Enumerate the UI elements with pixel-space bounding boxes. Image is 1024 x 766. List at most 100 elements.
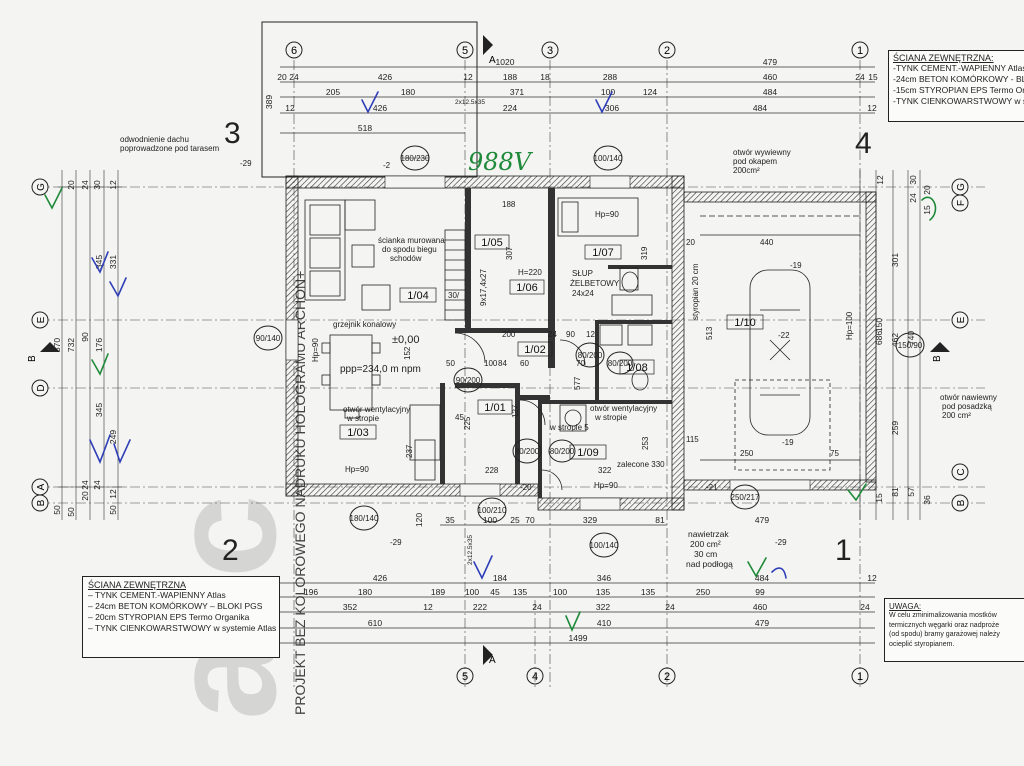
opening-4: 80/200 — [578, 351, 603, 360]
dim-right-3: 20 — [922, 185, 932, 195]
label-nawietrzak2: 200 cm² — [690, 539, 721, 549]
dim-bot-r3-5: 24 — [665, 602, 675, 612]
dim-bot-r2-1: 180 — [358, 587, 372, 597]
wall-legend-bottom-left: ŚCIANA ZEWNĘTRZNA – TYNK CEMENT.-WAPIENN… — [82, 576, 280, 658]
dim-top-r2-7: 460 — [763, 72, 777, 82]
opening-3: 90/200 — [456, 376, 481, 385]
dim-left-18: 12 — [108, 489, 118, 499]
axis-left-b: B — [36, 499, 47, 506]
dim-top-r4-0: 12 — [285, 103, 295, 113]
label-garage-513: 513 — [705, 326, 714, 340]
dim-left-8: 732 — [66, 338, 76, 352]
label-lvl-m20: -20 — [520, 483, 532, 492]
dim-top-r3-4: 124 — [643, 87, 657, 97]
dim-bot-misc-25: 25 — [510, 515, 520, 525]
axis-bottom-4: 4 — [532, 671, 538, 683]
room-1-07: 1/07 — [592, 247, 613, 259]
label-zalecone: zalecone 330 — [617, 460, 665, 469]
inner-237: 237 — [405, 444, 414, 458]
room-1-08: 1/08 — [626, 362, 647, 374]
wall-legend-tr-title: ŚCIANA ZEWNĘTRZNA: — [893, 53, 994, 63]
label-scianka3: schodów — [390, 254, 422, 263]
dim-bot-r1-0: 426 — [373, 573, 387, 583]
inner-12: 12 — [586, 330, 595, 339]
dim-top-r3-2: 371 — [510, 87, 524, 97]
dim-left-12: 249 — [108, 430, 118, 444]
inner-322: 322 — [598, 466, 612, 475]
axis-bottom-5: 5 — [462, 671, 468, 683]
dim-right-1: 30 — [908, 175, 918, 185]
inner-45: 45 — [455, 413, 464, 422]
dim-bot-r2-3: 100 — [465, 587, 479, 597]
inner-188: 188 — [502, 200, 516, 209]
inner-50: 50 — [446, 359, 455, 368]
zone-1: 1 — [835, 534, 852, 567]
dim-bot-r3-7: 24 — [860, 602, 870, 612]
section-a-top: A — [489, 55, 496, 66]
dim-bot-misc-479: 479 — [755, 515, 769, 525]
label-lvl-m19a: -19 — [790, 261, 802, 270]
inner-228: 228 — [485, 466, 499, 475]
axis-right-g: G — [956, 183, 967, 191]
dim-right-0: 12 — [875, 175, 885, 185]
label-wywiew3: 200cm² — [733, 166, 760, 175]
uwaga-line: termicznych węgarki oraz nadproże — [889, 621, 1000, 629]
room-1-06: 1/06 — [516, 282, 537, 294]
dim-left-11: 345 — [94, 403, 104, 417]
inner-319: 319 — [640, 246, 649, 260]
label-ppp: ppp=234,0 m npm — [340, 364, 421, 375]
wall-legend-bl-line: – TYNK CEMENT.-WAPIENNY Atlas — [88, 590, 226, 600]
opening-12: 150/90 — [898, 341, 923, 350]
dim-bot-r1-1: 184 — [493, 573, 507, 583]
label-wentyl1b: w stropie — [346, 414, 380, 423]
label-nawietrzak3: 30 cm — [694, 549, 717, 559]
axis-left-a: A — [36, 483, 47, 490]
dim-bot-r3-4: 322 — [596, 602, 610, 612]
label-garage-250: 250 — [740, 449, 754, 458]
wall-legend-tr-line: -TYNK CEMENT.-WAPIENNY Atlas — [893, 63, 1024, 73]
axis-left-d: D — [36, 384, 47, 391]
opening-0: 180/230 — [401, 154, 430, 163]
inner-90: 90 — [566, 330, 575, 339]
dim-bot-r2-7: 135 — [596, 587, 610, 597]
section-b-right: B — [932, 355, 943, 362]
dim-bot-r2-4: 45 — [490, 587, 500, 597]
dim-left-0: 50 — [52, 505, 62, 515]
dim-top-r2-4: 188 — [503, 72, 517, 82]
axis-top-5: 5 — [462, 45, 468, 57]
dim-top-r3-0: 205 — [326, 87, 340, 97]
dim-right-14: 15 — [874, 493, 884, 503]
dim-bot-r3-2: 222 — [473, 602, 487, 612]
axis-top-3: 3 — [547, 45, 553, 57]
inner-225: 225 — [463, 416, 472, 430]
dim-bot-r2-10: 99 — [755, 587, 765, 597]
dim-left-4: 12 — [108, 180, 118, 190]
dim-bot-misc-35: 35 — [445, 515, 455, 525]
dim-bot-r4-2: 479 — [755, 618, 769, 628]
dim-left-10: 176 — [94, 338, 104, 352]
dim-bot-r1-2: 346 — [597, 573, 611, 583]
label-scianka2: do spodu biegu — [382, 245, 437, 254]
dim-bot-r2-5: 135 — [513, 587, 527, 597]
dim-left-17: 50 — [108, 505, 118, 515]
axis-top-6: 6 — [291, 45, 297, 57]
wall-legend-bl-line: – 24cm BETON KOMÓRKOWY – BLOKI PGS — [88, 601, 263, 611]
dim-right-13: 36 — [922, 495, 932, 505]
dim-right-10: 259 — [890, 421, 900, 435]
room-1-05: 1/05 — [481, 237, 502, 249]
label-hp5: Hp=100 — [845, 311, 854, 340]
uwaga-title: UWAGA: — [889, 602, 922, 611]
dim-right-11: 81 — [890, 487, 900, 497]
label-lvl-m29b: -29 — [390, 538, 402, 547]
dim-bot-r3-6: 460 — [753, 602, 767, 612]
dim-bot-r3-0: 352 — [343, 602, 357, 612]
section-b-left: B — [27, 355, 38, 362]
dim-bot-misc-2x12: 2x12.5x35 — [467, 535, 474, 565]
label-wentyl2a: otwór wentylacyjny — [590, 404, 657, 413]
label-wentyl3: w stropie 5 — [549, 423, 589, 432]
label-hp4: Hp=90 — [311, 338, 320, 362]
label-wentyl1a: otwór wentylacyjny — [343, 405, 410, 414]
dim-bot-r3-3: 24 — [532, 602, 542, 612]
label-garage-20: 20 — [686, 238, 695, 247]
